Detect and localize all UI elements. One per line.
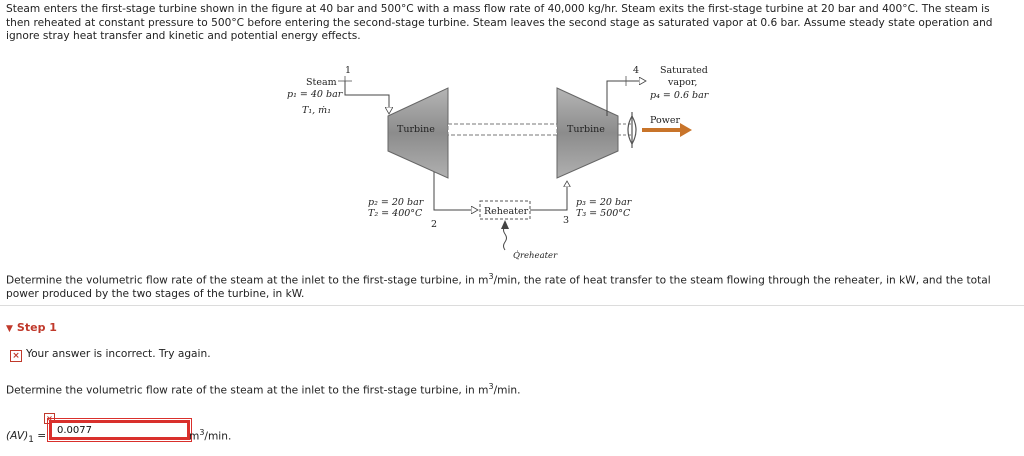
feedback-text: Your answer is incorrect. Try again. [26, 348, 211, 360]
state-1-steam-label: Steam [306, 77, 337, 88]
reheater-label: Reheater [484, 206, 529, 217]
state-1-pressure: p₁ = 40 bar [287, 89, 344, 100]
state-4-saturated: Saturated [660, 65, 708, 76]
reheater-box [479, 200, 531, 220]
state-2-number: 2 [431, 219, 437, 230]
state-4-number: 4 [633, 65, 639, 76]
q-reheater-label: Q̇reheater [513, 249, 558, 261]
feedback-message: × Your answer is incorrect. Try again. [10, 348, 211, 362]
state-3-temperature: T₃ = 500°C [576, 208, 631, 219]
state-1-labels: 1 Steam p₁ = 40 bar T₁, ṁ₁ [287, 65, 351, 116]
power-coupling [627, 112, 637, 148]
answer-unit: m3/min. [189, 428, 232, 443]
turbine-2 [556, 87, 619, 179]
chevron-down-icon: ▼ [6, 324, 13, 334]
state-1-temperature: T₁, ṁ₁ [302, 105, 331, 116]
step-label: Step 1 [16, 321, 57, 334]
state-4-vapor: vapor, [667, 77, 697, 88]
main-question: Determine the volumetric flow rate of th… [6, 272, 991, 301]
sub-question: Determine the volumetric flow rate of th… [6, 382, 521, 397]
turbine-2-label: Turbine [567, 124, 605, 135]
shaft [447, 123, 558, 136]
power-arrow [642, 128, 682, 132]
error-x-icon: × [10, 350, 22, 362]
power-label: Power [650, 115, 680, 126]
turbine-system-diagram: 1 Steam p₁ = 40 bar T₁, ṁ₁ Turbine Turbi… [287, 65, 710, 261]
section-divider [0, 305, 1024, 306]
state-1-number: 1 [345, 65, 351, 76]
turbine-1-label: Turbine [397, 124, 435, 135]
answer-input[interactable] [47, 418, 192, 442]
state-2-pressure: p₂ = 20 bar [368, 197, 425, 208]
problem-statement: Steam enters the first-stage turbine sho… [6, 3, 993, 43]
answer-label: (AV)1 = [6, 430, 47, 446]
state-4-pressure: p₄ = 0.6 bar [650, 90, 710, 101]
state-2-temperature: T₂ = 400°C [368, 208, 423, 219]
turbine-1 [387, 87, 449, 179]
step-1-toggle[interactable]: ▼Step 1 [6, 321, 57, 334]
state-3-number: 3 [563, 215, 569, 226]
state-3-pressure: p₃ = 20 bar [576, 197, 633, 208]
